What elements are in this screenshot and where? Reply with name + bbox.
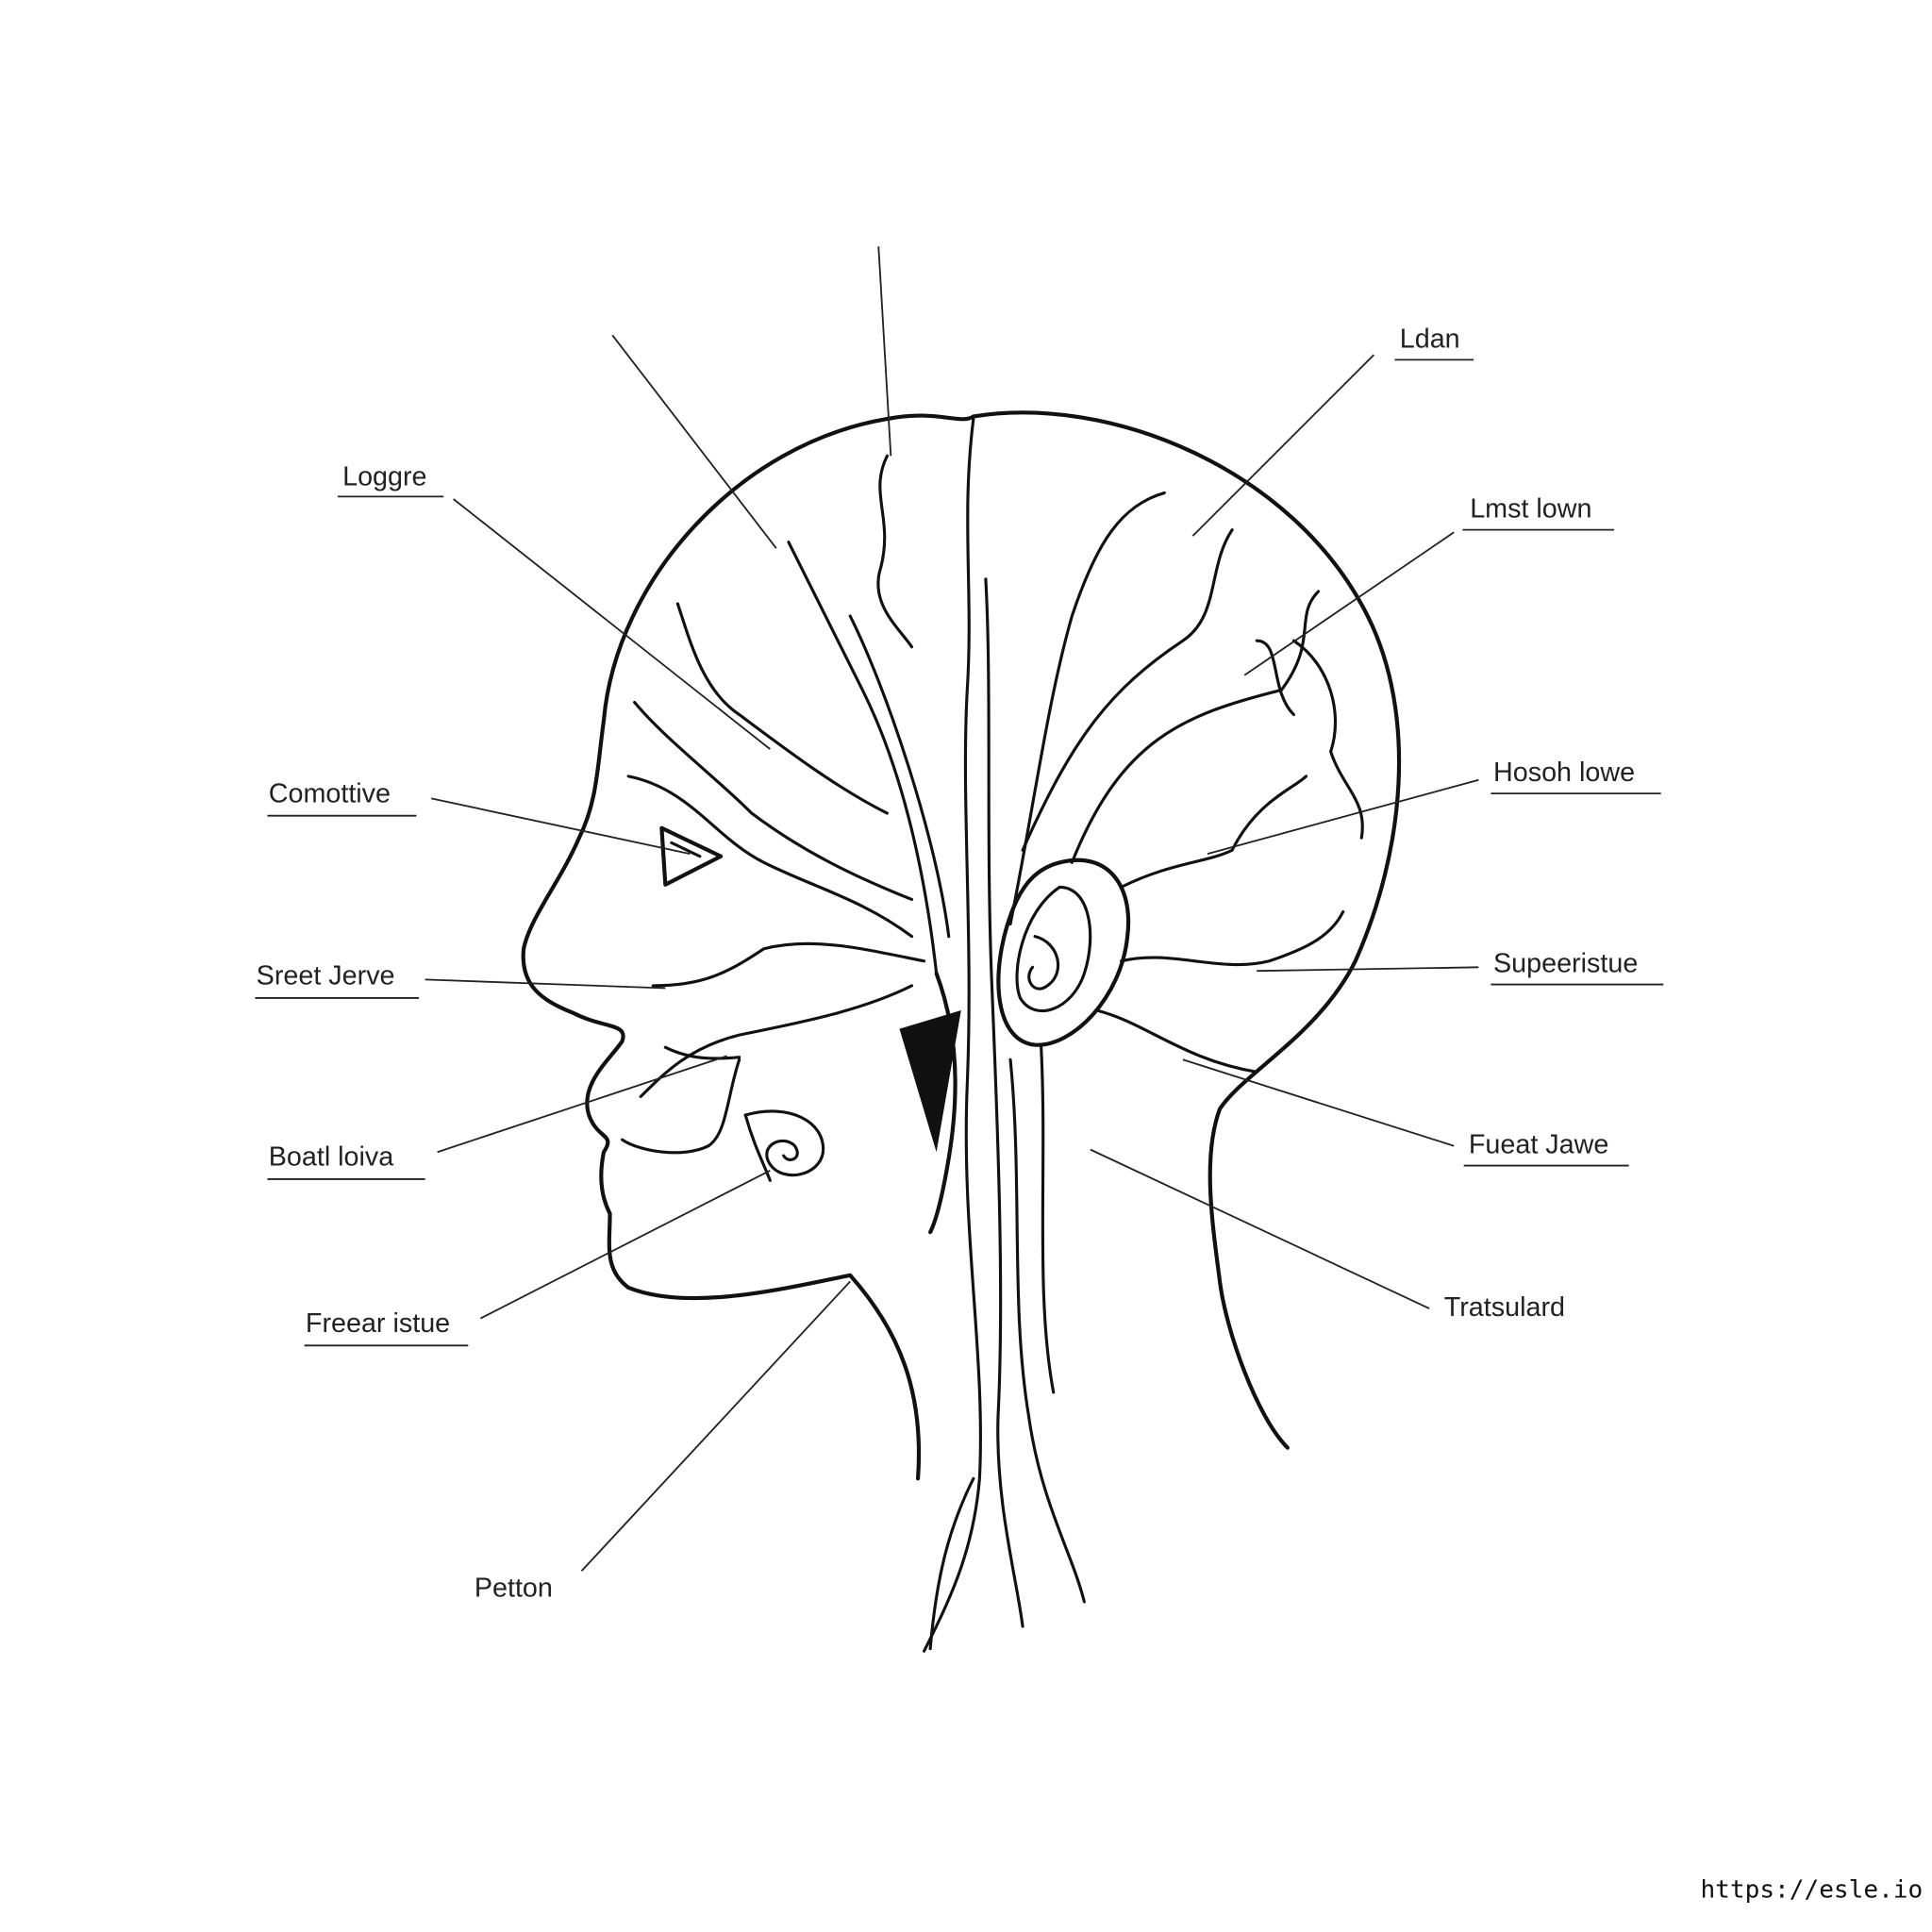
head-outline: [521, 410, 1402, 1481]
label-tratsulard: Tratsulard: [1444, 1292, 1565, 1323]
labels: Loggre Ldan Comottive Lmst lown Hosoh lo…: [255, 324, 1664, 1604]
label-ldan: Ldan: [1400, 324, 1460, 354]
label-petton: Petton: [475, 1574, 553, 1604]
jaw-shadow: [899, 1010, 961, 1153]
nerves: [621, 417, 1364, 1653]
spiral: [743, 1109, 825, 1177]
label-loggre: Loggre: [342, 462, 426, 492]
label-lmst-lown: Lmst lown: [1470, 494, 1591, 525]
watermark: https://esle.io: [1700, 1875, 1923, 1904]
label-fueat-jawe: Fueat Jawe: [1469, 1130, 1608, 1160]
eye: [659, 825, 724, 887]
leader-lines: [425, 246, 1479, 1572]
label-supeeristue: Supeeristue: [1493, 949, 1638, 979]
label-freear-istue: Freear istue: [306, 1308, 450, 1339]
label-boatl-loiva: Boatl loiva: [269, 1142, 394, 1173]
label-sreet-jerve: Sreet Jerve: [257, 961, 395, 991]
label-comottive: Comottive: [269, 778, 391, 808]
label-hosoh-lowe: Hosoh lowe: [1493, 758, 1635, 788]
